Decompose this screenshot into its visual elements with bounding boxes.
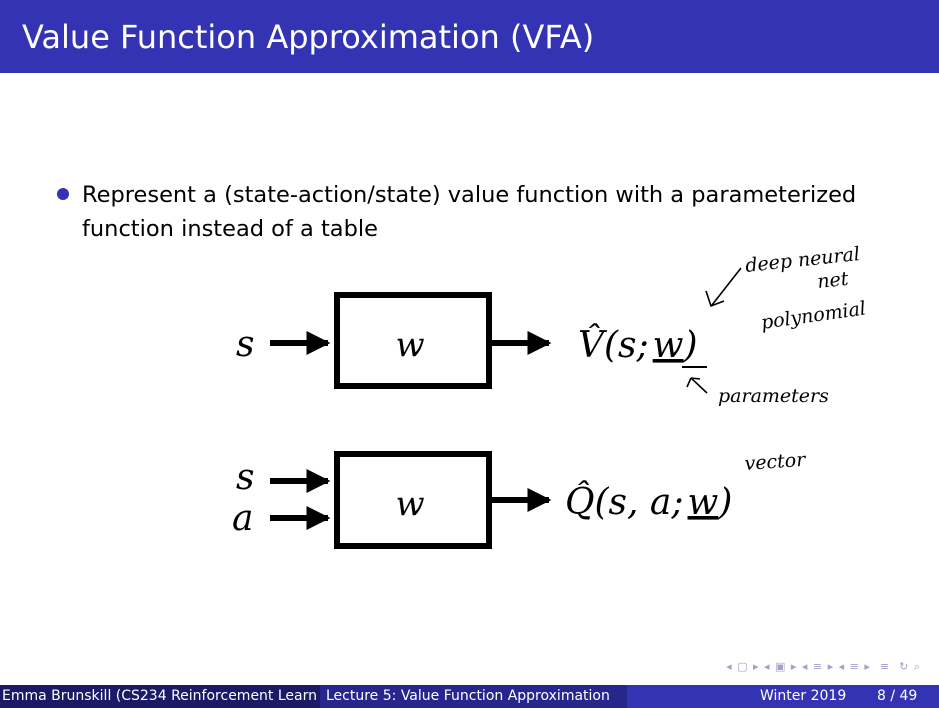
footer-lecture: Lecture 5: Value Function Approximation: [320, 685, 627, 708]
input-s: s: [236, 324, 254, 365]
note-arrow-icon: [711, 267, 742, 306]
note-vector: vector: [744, 449, 808, 475]
bullet-icon: [57, 188, 69, 200]
slide-footer: Emma Brunskill (CS234 Reinforcement Lear…: [0, 685, 939, 708]
output-v: V̂(s;w): [578, 323, 698, 366]
box-label-w: w: [395, 325, 424, 365]
beamer-navigation[interactable]: ◂ ▢ ▸ ◂ ▣ ▸ ◂ ≡ ▸ ◂ ≡ ▸ ≡ ↻ ⌕: [726, 660, 921, 673]
param-arrow-icon: [686, 377, 708, 394]
bullet-text: Represent a (state-action/state) value f…: [82, 182, 857, 242]
output-q: Q̂(s, a;w): [565, 480, 732, 523]
input-s-2: s: [236, 457, 254, 498]
footer-page: 8 / 49: [877, 688, 918, 704]
note-parameters: parameters: [718, 385, 829, 407]
footer-right: Winter 2019 8 / 49: [627, 685, 939, 708]
slide-header: Value Function Approximation (VFA): [0, 0, 939, 73]
footer-author: Emma Brunskill (CS234 Reinforcement Lear…: [0, 685, 320, 708]
footer-term: Winter 2019: [760, 688, 847, 704]
note-arrow-head-icon: [705, 290, 725, 308]
box-label-w-2: w: [395, 484, 424, 524]
input-a: a: [232, 498, 253, 539]
output-param-w-2: w: [688, 482, 719, 523]
output-param-w: w: [653, 325, 684, 366]
slide-title: Value Function Approximation (VFA): [22, 18, 595, 56]
vfa-diagram: s w V̂(s;w) s a w Q̂(s, a;w) deep neural…: [232, 243, 867, 549]
note-net: net: [816, 268, 850, 293]
note-polynomial: polynomial: [760, 297, 868, 333]
handwritten-annotations: deep neural net polynomial parameters ve…: [718, 243, 867, 475]
